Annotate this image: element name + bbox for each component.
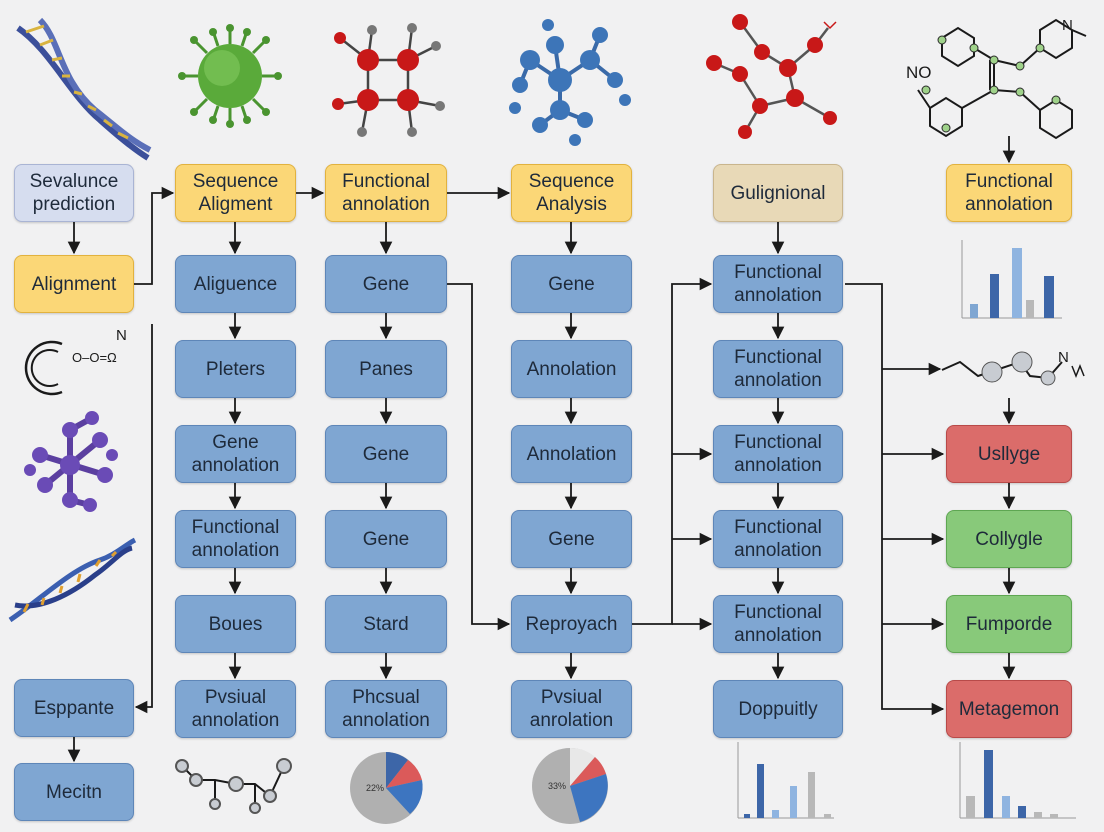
mini-bar-chart-top-right bbox=[961, 240, 1062, 319]
col3-box-6[interactable]: Phcsual annolation bbox=[325, 680, 447, 738]
alignment-box[interactable]: Alignment bbox=[14, 255, 134, 313]
ring-formula-label: O–O=Ω bbox=[72, 350, 117, 365]
mecitn-box[interactable]: Mecitn bbox=[14, 763, 134, 821]
no-label: NO bbox=[906, 63, 932, 82]
functional-annolation-header-right[interactable]: Functional annolation bbox=[946, 164, 1072, 222]
n-label-top: N bbox=[1062, 17, 1073, 34]
pie-chart-1 bbox=[350, 752, 423, 824]
col5-box-4[interactable]: Functional annolation bbox=[713, 510, 843, 568]
esppante-box[interactable]: Esppante bbox=[14, 679, 134, 737]
col4-box-1[interactable]: Gene bbox=[511, 255, 632, 313]
col3-box-2[interactable]: Panes bbox=[325, 340, 447, 398]
col4-box-6[interactable]: Pvsiual anrolation bbox=[511, 680, 632, 738]
gulignional-header[interactable]: Gulignional bbox=[713, 164, 843, 222]
dna-helix-small-icon bbox=[8, 537, 137, 623]
n-label-right: N bbox=[1058, 349, 1069, 366]
functional-annolation-header[interactable]: Functional annolation bbox=[325, 164, 447, 222]
blue-protein-icon bbox=[509, 19, 631, 146]
sequence-analysis-header[interactable]: Sequence Analysis bbox=[511, 164, 632, 222]
pie-2-label: 33% bbox=[548, 781, 566, 791]
col4-box-3[interactable]: Annolation bbox=[511, 425, 632, 483]
col5-box-5[interactable]: Functional annolation bbox=[713, 595, 843, 653]
col2-box-4[interactable]: Functional annolation bbox=[175, 510, 296, 568]
red-molecule-icon bbox=[332, 23, 445, 137]
col5-box-3[interactable]: Functional annolation bbox=[713, 425, 843, 483]
col6-box-4[interactable]: Metagemon bbox=[946, 680, 1072, 738]
col6-box-3[interactable]: Fumporde bbox=[946, 595, 1072, 653]
col3-box-3[interactable]: Gene bbox=[325, 425, 447, 483]
col4-box-2[interactable]: Annolation bbox=[511, 340, 632, 398]
col5-box-1[interactable]: Functional annolation bbox=[713, 255, 843, 313]
mini-bar-chart-bottom-right bbox=[959, 742, 1076, 819]
chemical-structure-icon bbox=[917, 18, 1087, 140]
dna-helix-icon bbox=[16, 17, 152, 161]
col2-box-6[interactable]: Pvsiual annolation bbox=[175, 680, 296, 738]
col6-box-1[interactable]: Usllyge bbox=[946, 425, 1072, 483]
ring-formula-icon bbox=[24, 340, 63, 396]
mini-bar-chart-bottom-mid bbox=[737, 742, 834, 819]
right-chain-icon bbox=[941, 351, 1085, 386]
pie-chart-2 bbox=[532, 747, 608, 824]
col5-box-2[interactable]: Functional annolation bbox=[713, 340, 843, 398]
col2-box-2[interactable]: Pleters bbox=[175, 340, 296, 398]
n-label-left: N bbox=[116, 327, 127, 344]
col3-box-4[interactable]: Gene bbox=[325, 510, 447, 568]
connectors bbox=[67, 136, 1016, 763]
virus-icon bbox=[178, 24, 282, 128]
pie-1-label: 22% bbox=[366, 783, 384, 793]
col4-box-4[interactable]: Gene bbox=[511, 510, 632, 568]
col3-box-5[interactable]: Stard bbox=[325, 595, 447, 653]
hexagon-chain-icon bbox=[175, 758, 292, 814]
col3-box-1[interactable]: Gene bbox=[325, 255, 447, 313]
purple-molecule-icon bbox=[24, 411, 118, 512]
col2-box-5[interactable]: Boues bbox=[175, 595, 296, 653]
col6-box-2[interactable]: Collygle bbox=[946, 510, 1072, 568]
col2-box-1[interactable]: Aliguence bbox=[175, 255, 296, 313]
col5-box-6[interactable]: Doppuitly bbox=[713, 680, 843, 738]
sequence-aligment-header[interactable]: Sequence Aligment bbox=[175, 164, 296, 222]
col4-box-5[interactable]: Reproyach bbox=[511, 595, 632, 653]
sevalunce-prediction-box[interactable]: Sevalunce prediction bbox=[14, 164, 134, 222]
col2-box-3[interactable]: Gene annolation bbox=[175, 425, 296, 483]
red-chain-molecule-icon bbox=[706, 14, 837, 139]
